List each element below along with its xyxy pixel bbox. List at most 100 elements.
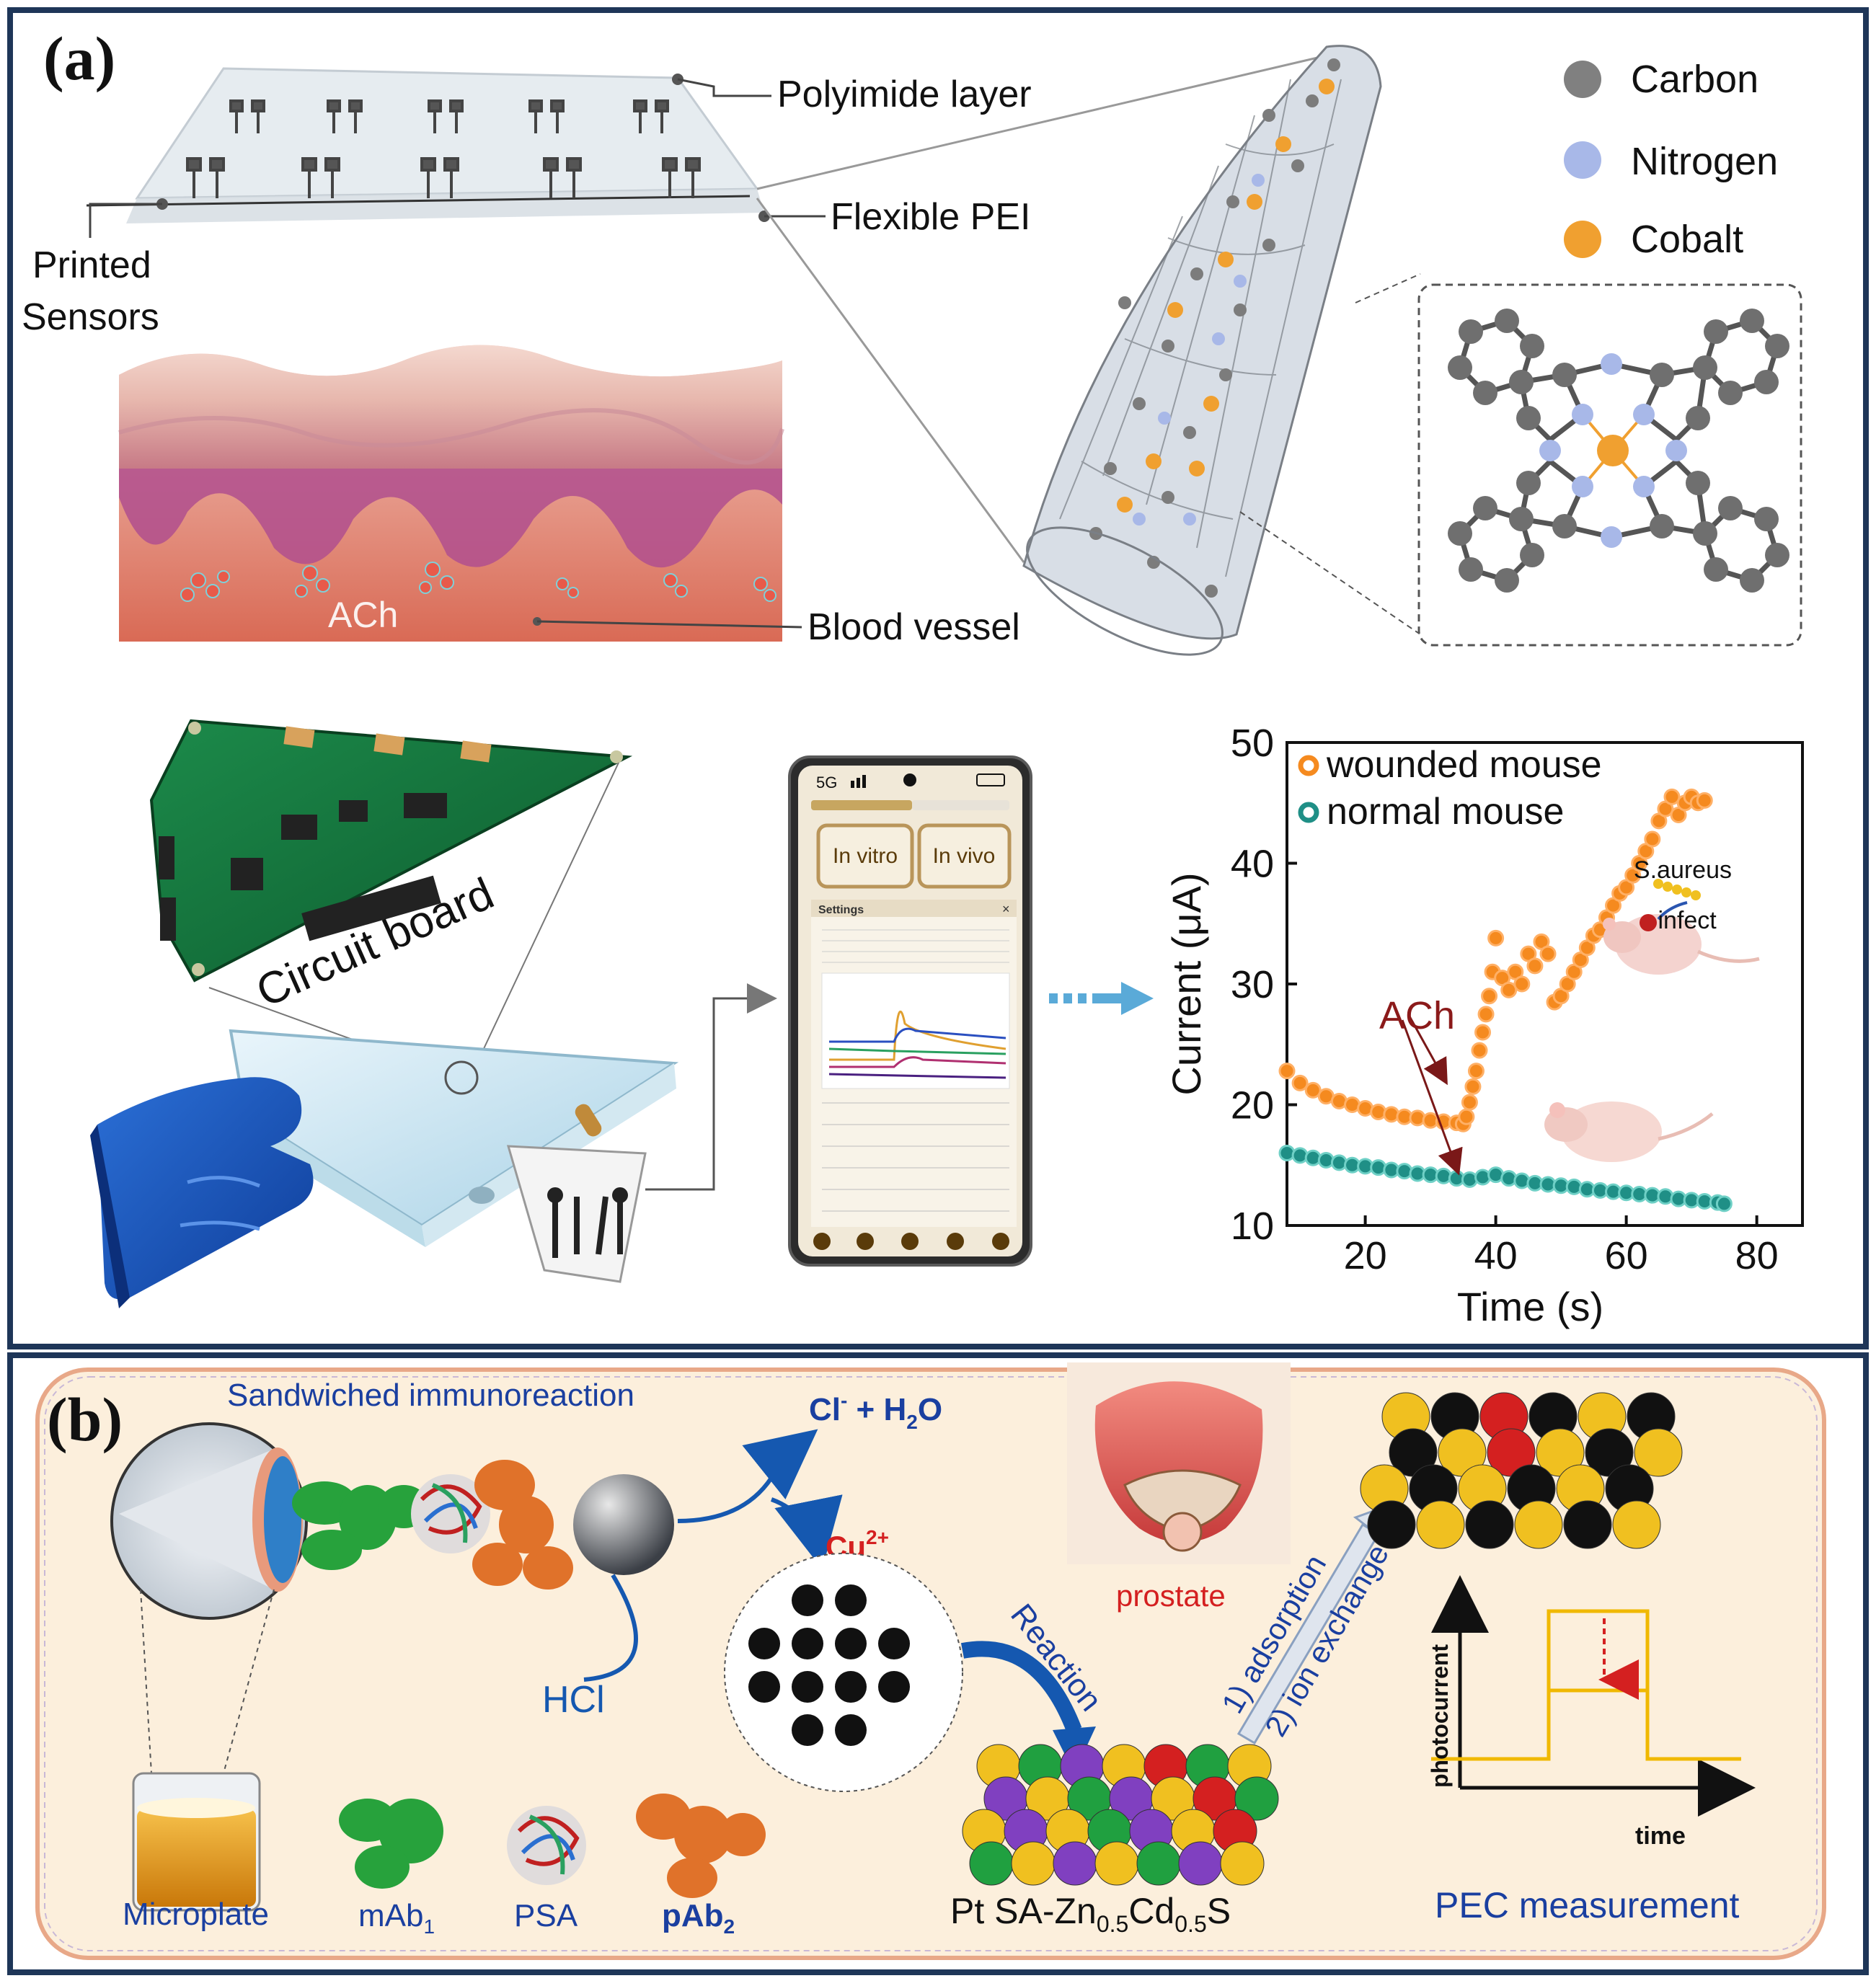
nanoparticle-cluster	[724, 1553, 963, 1792]
in-vitro-button[interactable]	[816, 823, 914, 889]
wounded-mouse-point	[1513, 975, 1531, 993]
wounded-mouse-point	[1663, 788, 1681, 805]
normal-mouse-point	[1435, 1167, 1452, 1184]
lattice-atom	[1563, 1500, 1612, 1549]
cobalt-phthalocyanine-molecule	[1417, 283, 1802, 647]
pec-x-label: time	[1635, 1822, 1686, 1850]
hcl-label: HCl	[542, 1679, 605, 1721]
cl-h2o-label: Cl- + H2O	[809, 1389, 942, 1433]
wounded-mouse-point	[1526, 957, 1544, 975]
zoom-line-top	[756, 49, 1349, 190]
wounded-mouse-point	[1500, 981, 1518, 998]
normal-mouse-point	[1304, 1149, 1322, 1166]
legend-wounded-label: wounded mouse	[1326, 744, 1602, 786]
wounded-mouse-point	[1481, 988, 1498, 1005]
wounded-mouse-point	[1409, 1109, 1426, 1127]
panel-a-label: (a)	[43, 24, 115, 93]
settings-close-icon[interactable]: ×	[1002, 902, 1010, 916]
normal-mouse-point	[1370, 1159, 1387, 1176]
wounded-mouse-point	[1539, 945, 1557, 962]
sandwich-title: Sandwiched immunoreaction	[227, 1378, 634, 1413]
wounded-mouse-point	[1467, 1063, 1485, 1080]
reaction-arrow	[960, 1641, 1082, 1733]
pec-measurement-label: PEC measurement	[1435, 1885, 1739, 1925]
in-vitro-label: In vitro	[833, 844, 898, 868]
circuit-board-illustration	[149, 719, 633, 983]
normal-mouse-point	[1513, 1172, 1531, 1189]
normal-mouse-point	[1317, 1152, 1335, 1169]
blood-vessel-label: Blood vessel	[808, 606, 1020, 648]
ach-arrows	[1401, 1016, 1463, 1176]
smartphone: 5G In vitro In vivo Settings ×	[788, 755, 1032, 1267]
microplate-dashed-lines	[140, 1589, 275, 1774]
wounded-mouse-point	[1458, 1108, 1475, 1125]
chart-legend: wounded mouse normal mouse	[1298, 744, 1602, 833]
catalyst-atom	[1178, 1841, 1223, 1886]
x-tick-label: 60	[1605, 1234, 1648, 1277]
nanosphere-label	[573, 1474, 674, 1575]
normal-mouse-point	[1715, 1195, 1733, 1213]
hcl-arrow	[583, 1574, 638, 1682]
wounded-mouse-point	[1696, 792, 1713, 809]
wounded-mouse-point	[1477, 1006, 1495, 1023]
ach-tissue-label: ACh	[328, 595, 398, 635]
polyimide-label: Polyimide layer	[777, 74, 1032, 115]
in-vivo-button[interactable]	[917, 823, 1012, 889]
lattice-atom	[1634, 1428, 1683, 1477]
catalyst-atom	[1220, 1841, 1265, 1886]
pec-y-label: photocurrent	[1427, 1644, 1453, 1788]
wounded-mouse-point	[1291, 1074, 1309, 1091]
legend-normal-label: normal mouse	[1327, 791, 1564, 833]
mab1-label: mAb1	[358, 1898, 435, 1938]
vessel-leader	[536, 620, 802, 629]
psa-legend-icon	[507, 1806, 586, 1885]
legend-cobalt-label: Cobalt	[1631, 218, 1743, 261]
y-tick-label: 30	[1231, 963, 1274, 1006]
lattice-atom	[1367, 1500, 1416, 1549]
zoom-line-bottom	[756, 198, 1025, 563]
pt-sa-catalyst-lattice	[962, 1744, 1279, 1886]
y-tick-label: 40	[1231, 843, 1274, 886]
gloved-hand	[90, 1077, 314, 1308]
wounded-mouse-point	[1474, 1024, 1492, 1041]
pec-measurement-plot: photocurrent time	[1427, 1575, 1756, 1850]
psa-antigen	[411, 1474, 490, 1553]
phone-status-text: 5G	[816, 773, 837, 792]
panel-b-label: (b)	[47, 1385, 123, 1454]
catalyst-atom	[969, 1841, 1014, 1886]
lattice-atom	[1416, 1500, 1465, 1549]
cl-h2o-arrow	[677, 1429, 818, 1523]
ion-exchanged-lattice	[1360, 1392, 1683, 1549]
wounded-mouse-point	[1487, 929, 1505, 947]
sensor-leader	[89, 203, 162, 238]
handheld-device	[229, 1029, 679, 1283]
microplate-label: Microplate	[123, 1897, 269, 1932]
normal-mouse-point	[1278, 1145, 1296, 1161]
chart-y-axis-label: Current (μA)	[1164, 872, 1209, 1095]
normal-mouse-point	[1461, 1171, 1478, 1188]
molecule-zoom-line-top	[1355, 273, 1421, 303]
catalyst-atom	[1094, 1841, 1139, 1886]
wounded-mouse-point	[1278, 1063, 1296, 1080]
lattice-atom	[1514, 1500, 1563, 1549]
normal-mouse-point	[1396, 1163, 1413, 1180]
wounded-mouse-point	[1383, 1106, 1400, 1123]
chart-x-axis-label: Time (s)	[1457, 1284, 1603, 1329]
wounded-mouse-point	[1304, 1081, 1322, 1099]
pab2-legend-icon	[636, 1794, 766, 1898]
phone-to-chart-arrow	[1049, 982, 1154, 1015]
y-tick-label: 10	[1231, 1205, 1274, 1248]
settings-title: Settings	[818, 904, 864, 916]
catalyst-atom	[1011, 1841, 1056, 1886]
board-zoom-line-right	[475, 762, 619, 1066]
mab1-legend-icon	[339, 1799, 443, 1889]
pab2-antibody	[472, 1460, 573, 1590]
legend-carbon-swatch	[1564, 61, 1601, 98]
wounded-mouse-point	[1471, 1042, 1488, 1059]
catalyst-atom	[1053, 1841, 1097, 1886]
prostate-illustration	[1067, 1362, 1291, 1564]
microplate-icon	[132, 1772, 261, 1912]
normal-mouse-point	[1500, 1170, 1518, 1187]
